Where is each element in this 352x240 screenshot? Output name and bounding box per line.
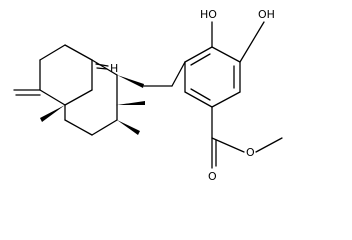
- molecule-diagram: H HO OH: [13, 8, 283, 183]
- angular-methyl: [40, 105, 65, 122]
- quaternary-methyl: [117, 101, 145, 105]
- methylene-linker: [117, 61, 186, 88]
- junction-h-label: H: [110, 62, 118, 75]
- hydroxyl-groups: HO OH: [200, 8, 275, 63]
- junction-hydrogen: H: [95, 62, 118, 75]
- left-ring: [39, 44, 93, 106]
- ester-o-label: O: [246, 146, 255, 159]
- lower-methyl: [117, 120, 140, 135]
- methylene-group: [13, 89, 41, 96]
- structure-svg: H HO OH: [13, 8, 283, 183]
- hydroxyl-label-1: HO: [200, 8, 217, 21]
- carbonyl-o-label: O: [208, 170, 217, 183]
- methyl-ester: O O: [208, 106, 283, 183]
- right-ring: [64, 59, 118, 136]
- hydroxyl-label-2: OH: [258, 8, 275, 21]
- benzene-ring: [184, 46, 241, 108]
